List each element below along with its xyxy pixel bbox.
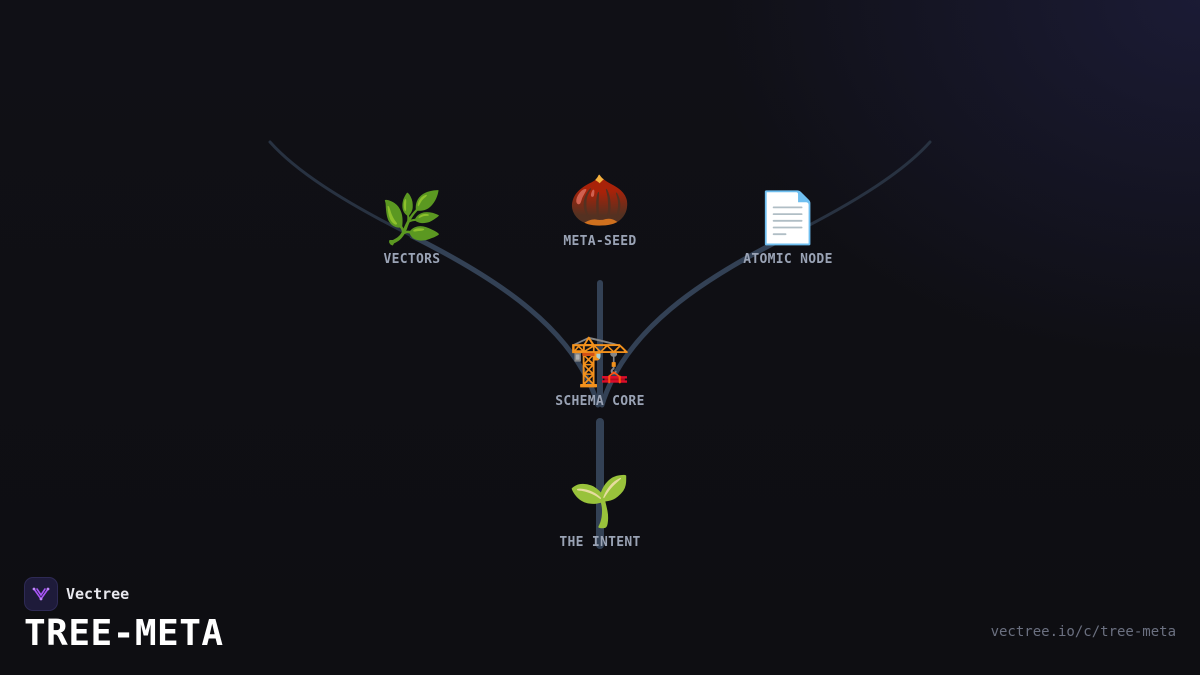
- node-label-atomic-node: ATOMIC NODE: [743, 252, 833, 267]
- node-label-vectors: VECTORS: [383, 252, 441, 267]
- node-schema-core[interactable]: 🏗️ SCHEMA CORE: [520, 332, 680, 409]
- node-label-schema-core: SCHEMA CORE: [555, 394, 645, 409]
- node-atomic-node[interactable]: 📄 ATOMIC NODE: [708, 190, 868, 267]
- page-title: TREE-META: [24, 613, 224, 654]
- node-the-intent[interactable]: 🌱 THE INTENT: [520, 473, 680, 550]
- node-label-meta-seed: META-SEED: [563, 234, 637, 249]
- node-meta-seed[interactable]: 🌰 META-SEED: [520, 172, 680, 249]
- seedling-icon: 🌱: [568, 472, 632, 530]
- chestnut-icon: 🌰: [568, 171, 632, 229]
- brand-name: Vectree: [66, 585, 130, 603]
- branch-right: [599, 233, 791, 408]
- node-vectors[interactable]: 🌿 VECTORS: [332, 190, 492, 267]
- branch-right-tip: [786, 140, 932, 238]
- building-construction-icon: 🏗️: [568, 331, 632, 389]
- node-label-the-intent: THE INTENT: [559, 535, 641, 550]
- herb-icon: 🌿: [380, 189, 444, 247]
- vectree-logo-icon: [24, 577, 58, 611]
- page-facing-up-icon: 📄: [756, 189, 820, 247]
- brand[interactable]: Vectree: [24, 577, 129, 611]
- branch-left-tip: [268, 140, 414, 238]
- vectree-logo-glyph: [32, 587, 50, 601]
- branch-left: [409, 233, 601, 408]
- page-url[interactable]: vectree.io/c/tree-meta: [990, 624, 1176, 640]
